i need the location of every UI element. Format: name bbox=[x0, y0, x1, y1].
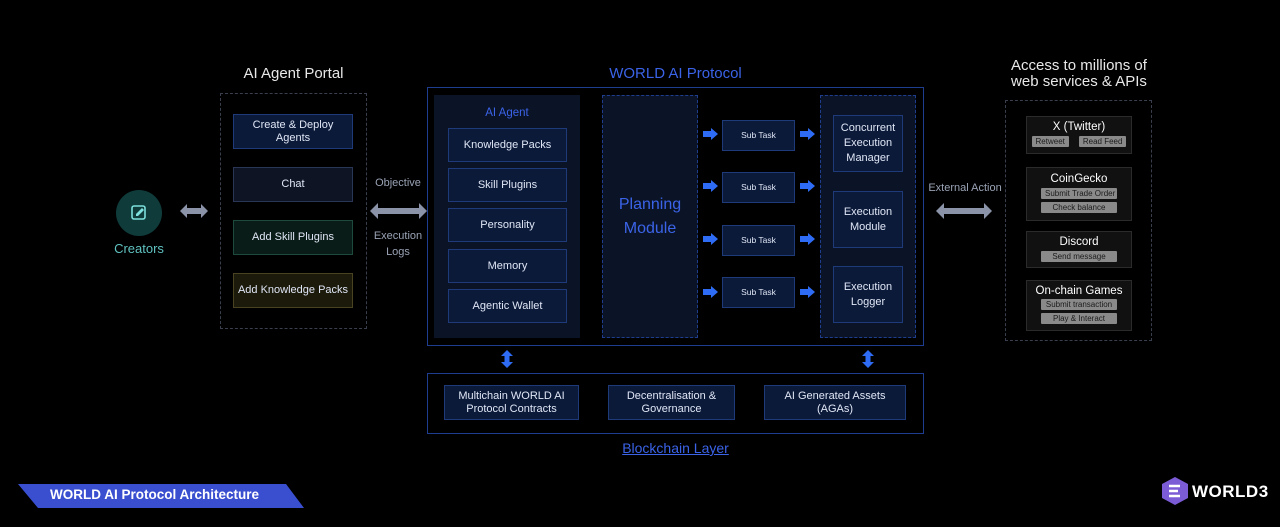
objective-label: Objective bbox=[375, 177, 421, 189]
add-skill-plugins-button[interactable]: Add Skill Plugins bbox=[233, 220, 353, 255]
service-name: Discord bbox=[1059, 236, 1099, 248]
agent-agentic-wallet[interactable]: Agentic Wallet bbox=[448, 289, 567, 323]
subtask-3[interactable]: Sub Task bbox=[722, 225, 795, 256]
service-name: CoinGecko bbox=[1050, 173, 1108, 185]
service-onchain-games[interactable]: On-chain Games Submit transaction Play &… bbox=[1026, 280, 1132, 331]
subtask-out-arrow-3 bbox=[800, 233, 815, 245]
blockchain-title[interactable]: Blockchain Layer bbox=[622, 440, 729, 456]
execution-module[interactable]: Execution Module bbox=[833, 191, 903, 248]
create-deploy-agents-button[interactable]: Create & Deploy Agents bbox=[233, 114, 353, 149]
portal-protocol-arrow bbox=[370, 203, 427, 219]
ai-agent-title: AI Agent bbox=[485, 107, 529, 119]
decentralisation-governance[interactable]: Decentralisation & Governance bbox=[608, 385, 735, 420]
tag-check-balance: Check balance bbox=[1041, 202, 1117, 213]
subtask-out-arrow-1 bbox=[800, 128, 815, 140]
access-panel bbox=[1005, 100, 1152, 341]
agent-blockchain-arrow bbox=[501, 350, 513, 368]
chat-button[interactable]: Chat bbox=[233, 167, 353, 202]
protocol-access-arrow bbox=[936, 203, 992, 219]
planning-module[interactable]: Planning Module bbox=[602, 95, 698, 338]
ai-generated-assets[interactable]: AI Generated Assets (AGAs) bbox=[764, 385, 906, 420]
multichain-contracts[interactable]: Multichain WORLD AI Protocol Contracts bbox=[444, 385, 579, 420]
tag-retweet: Retweet bbox=[1031, 136, 1069, 147]
external-action-label: External Action bbox=[928, 182, 1002, 194]
creators-icon-circle[interactable] bbox=[116, 190, 162, 236]
service-x-twitter[interactable]: X (Twitter) Retweet Read Feed bbox=[1026, 116, 1132, 154]
access-title: Access to millions of web services & API… bbox=[1011, 57, 1147, 90]
subtask-2[interactable]: Sub Task bbox=[722, 172, 795, 203]
blockchain-panel bbox=[427, 373, 924, 434]
subtask-in-arrow-4 bbox=[703, 286, 718, 298]
tag-submit-trade-order: Submit Trade Order bbox=[1041, 188, 1117, 199]
tag-send-message: Send message bbox=[1041, 251, 1117, 262]
subtask-1[interactable]: Sub Task bbox=[722, 120, 795, 151]
portal-panel bbox=[220, 93, 367, 329]
creators-label: Creators bbox=[114, 241, 164, 256]
execution-logs-label: Execution Logs bbox=[373, 230, 423, 258]
service-name: X (Twitter) bbox=[1052, 121, 1106, 133]
subtask-in-arrow-1 bbox=[703, 128, 718, 140]
agent-personality[interactable]: Personality bbox=[448, 208, 567, 242]
world3-logo-text: WORLD3 bbox=[1192, 482, 1269, 501]
edit-icon bbox=[131, 205, 146, 220]
subtask-out-arrow-4 bbox=[800, 286, 815, 298]
protocol-title: WORLD AI Protocol bbox=[609, 65, 742, 82]
tag-play-interact: Play & Interact bbox=[1041, 313, 1117, 324]
creators-portal-arrow bbox=[180, 204, 208, 218]
tag-submit-transaction: Submit transaction bbox=[1041, 299, 1117, 310]
service-discord[interactable]: Discord Send message bbox=[1026, 231, 1132, 268]
subtask-4[interactable]: Sub Task bbox=[722, 277, 795, 308]
subtask-out-arrow-2 bbox=[800, 180, 815, 192]
agent-knowledge-packs[interactable]: Knowledge Packs bbox=[448, 128, 567, 162]
portal-title: AI Agent Portal bbox=[243, 65, 344, 82]
tag-read-feed: Read Feed bbox=[1078, 136, 1127, 147]
service-coingecko[interactable]: CoinGecko Submit Trade Order Check balan… bbox=[1026, 167, 1132, 221]
concurrent-execution-manager[interactable]: Concurrent Execution Manager bbox=[833, 115, 903, 172]
footer-banner-text: WORLD AI Protocol Architecture bbox=[50, 487, 260, 502]
footer-banner-shape bbox=[18, 484, 304, 508]
subtask-in-arrow-2 bbox=[703, 180, 718, 192]
protocol-panel bbox=[427, 87, 924, 346]
agent-skill-plugins[interactable]: Skill Plugins bbox=[448, 168, 567, 202]
execution-logger[interactable]: Execution Logger bbox=[833, 266, 903, 323]
add-knowledge-packs-button[interactable]: Add Knowledge Packs bbox=[233, 273, 353, 308]
agent-memory[interactable]: Memory bbox=[448, 249, 567, 283]
execution-blockchain-arrow bbox=[862, 350, 874, 368]
world3-logo-icon bbox=[1162, 477, 1188, 505]
subtask-in-arrow-3 bbox=[703, 233, 718, 245]
service-name: On-chain Games bbox=[1035, 285, 1123, 297]
